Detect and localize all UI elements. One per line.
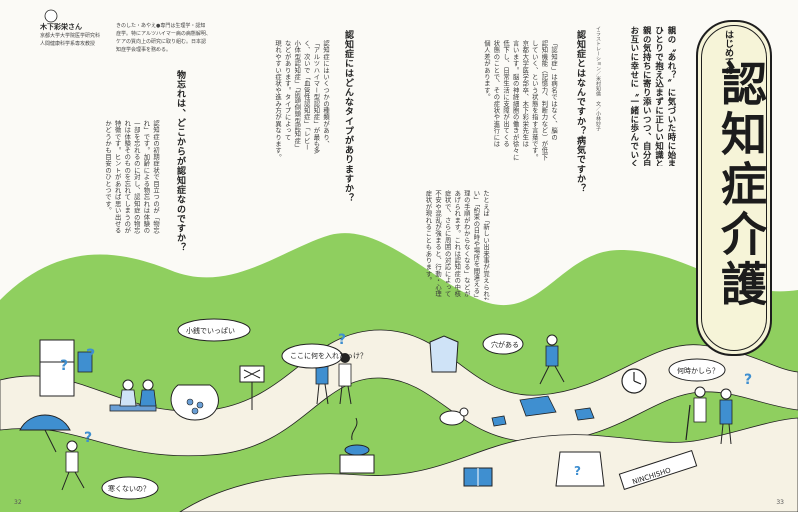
body-line: 「アルツハイマー型認知症」が最も多 [312,40,320,154]
bench-people [109,379,157,412]
lead-line: ひとりで抱え込まずに正しい知識と情報できるプロの手を借りることが第一歩です。 [653,26,665,166]
body-line: れ」です。加齢による物忘れは体験の [142,120,150,234]
body-line: 言います。脳の神経細胞の働きが徐々に [511,40,519,161]
body-column-c: 認知症にはいくつかの種類があり、 「アルツハイマー型認知症」が最も多 く、次いで… [270,40,330,210]
section-heading-3: 物忘れは、どこからが認知症なのですか？ [175,70,185,253]
section-heading-1: 認知症とはなんですか？病気ですか？ [575,30,585,194]
credit: イラストレーション／米村知倫 文／小林妙子 [595,26,601,131]
body-line: していく、という状態を指す言葉です。 [530,40,538,161]
lead-paragraph: 親の〝あれ？〟に気づいた時に始まる、戸惑いや不安だらけの認知症介護。 ひとりで抱… [604,26,678,166]
section-heading-2: 認知症にはどんなタイプがありますか？ [343,30,353,203]
body-line: く、次いで「血管性認知症」「レビー [302,40,310,151]
bubble-2-text: ここに何を入れたっけ？ [290,351,367,360]
body-line: あげられます。これは認知症の中核 [453,190,461,298]
body-line: たとえば「新しい出来事が覚えられな [482,190,489,300]
question-mark-icon: ? [338,332,346,348]
lead-line: 親の〝あれ？〟に気づいた時に始まる、戸惑いや不安だらけの認知症介護。 [666,26,678,166]
body-line: 認知症の初期症状で目立つのが「物忘 [152,120,159,234]
body-line: かどうかも目安のひとつです。 [104,120,112,214]
body-line: 一部を忘れるのに対し、認知症の物忘 [132,120,140,234]
bubble-5: 寒くないの？ [101,476,159,500]
clock-illustration [621,368,647,394]
bubble-2: ここに何を入れたっけ？ [281,343,367,369]
bubble-4-text: 何時かしら？ [677,366,719,375]
body-line: い」「約束の日時や場所を間違える」「料 [472,190,480,300]
bubble-3-text: 穴がある [491,340,519,349]
body-line: 「認知症」は病名ではなく、脳の [550,40,557,141]
bubble-3: 穴がある [482,333,524,355]
body-line: 低下し、日常生活に支障が出てくる [502,40,510,148]
body-line: 症状が現れることもあります。 [424,190,432,284]
profile-note: きのした・あやえ●専門は生理学・認知 症学。特にアルツハイマー病の病態解明、 ケ… [116,22,214,54]
page-title: 認知症介護 [714,60,768,310]
bubble-1: 小銭でいっぱい [177,318,251,342]
question-mark-icon: ? [84,430,92,446]
body-line: 状態のことで、その症状や進行には [492,40,500,148]
box-illustration: ? [555,451,605,487]
elderly-couple [685,386,733,445]
dog-illustration [439,407,469,426]
bubble-1-text: 小銭でいっぱい [186,326,235,335]
gift-illustration [463,467,493,487]
body-line: 認知機能（記憶力、判断力など）が低下 [540,40,548,161]
bubble-4: 何時かしら？ [668,358,726,382]
question-mark-icon: ? [86,345,95,364]
body-line: 現れやすい症状や進み方が異なります。 [274,40,282,161]
svg-text:?: ? [574,464,581,478]
refrigerator-illustration: ? [39,339,93,397]
body-line: 個人差があります。 [482,40,490,101]
profile-desc-line: 京都大学大学院医学研究科 [40,33,101,39]
lead-line: 親の気持ちに寄り添いつつ、自分自身の暮らしや心身、笑顔も守りたい。 [641,26,653,166]
body-line: 京都大学医学部卒、木下彩栄先生は [521,40,529,148]
running-man [539,334,565,385]
mailbox-illustration [239,365,265,410]
body-line: れは体験そのものを忘れてしまうのが [123,120,131,234]
umbrella-person [19,414,85,491]
body-column-a: 「認知症」は病名ではなく、脳の 認知機能（記憶力、判断力など）が低下 していく、… [478,40,558,190]
profile-note-line: きのした・あやえ●専門は生理学・認知 [116,23,206,29]
body-line: 症状で、さらに周囲の対応によって [443,190,451,298]
profile-note-line: ケアの質向上の研究に取り組む。日本認 [116,39,207,45]
title-badge [696,20,772,356]
profile-note-line: 症学。特にアルツハイマー病の病態解明、 [116,31,211,37]
avatar [40,8,62,23]
body-line: 特徴です。ヒントがあれば思い出せる [113,120,121,234]
page-number-left: 32 [14,499,22,506]
page-number-right: 33 [776,499,784,506]
coin-bag-illustration [170,384,219,421]
stove-pot-illustration [339,417,375,474]
body-line: 認知症にはいくつかの種類があり、 [322,40,329,148]
profile-desc-line: 人間健康科学系専攻教授 [40,41,96,47]
svg-text:?: ? [60,358,68,374]
holes-illustration [491,395,595,427]
jacket-illustration [429,335,459,373]
body-column-b: たとえば「新しい出来事が覚えられな い」「約束の日時や場所を間違える」「料 理の… [420,190,490,300]
profile-note-line: 知症学会理事を務める。 [116,47,172,53]
profile-name: 木下彩栄さん [40,23,82,31]
body-line: 不安や混乱が強まると、行動・心理 [434,190,442,298]
body-line: 小体型認知症」「前頭側頭型認知症」 [293,40,301,151]
profile-block: 木下彩栄さん 京都大学大学院医学研究科 人間健康科学系専攻教授 [40,22,190,48]
body-line: などがあります。タイプによって [283,40,291,141]
question-mark-icon: ? [744,372,752,388]
bubble-5-text: 寒くないの？ [108,484,150,493]
body-line: 理の手順がわからなくなる」などが [462,190,470,298]
title-sub: はじめての [723,30,733,75]
body-column-d: 認知症の初期症状で目立つのが「物忘 れ」です。加齢による物忘れは体験の 一部を忘… [100,120,160,260]
lead-line: お互いに幸せに〝一緒に歩んでいく〟ためのヒントを探しましょう。 [629,26,640,166]
lower-path [179,417,798,512]
